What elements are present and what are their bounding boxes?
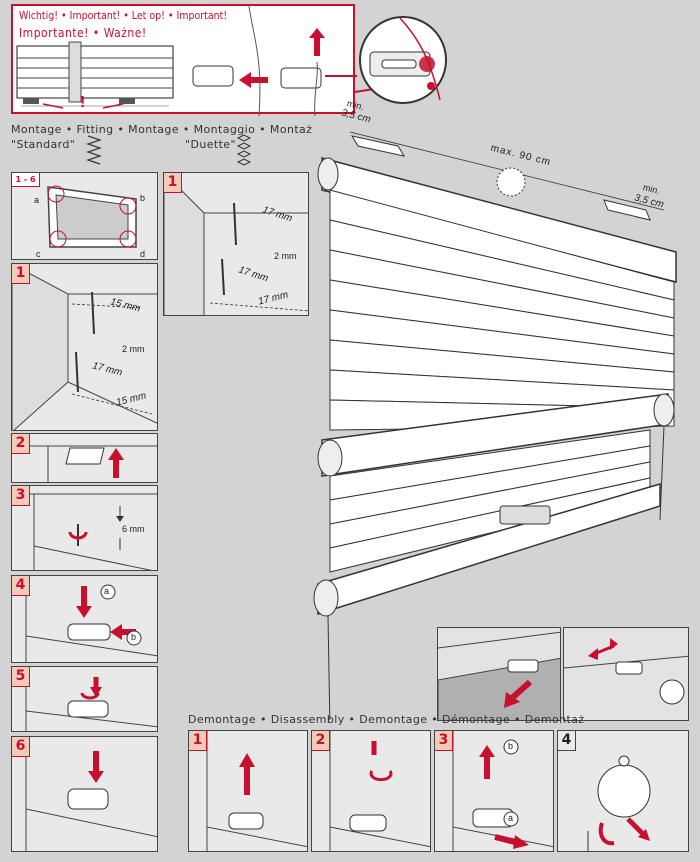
disassembly-step-4-panel: 4 <box>557 730 689 852</box>
disassembly-3-illustration <box>452 731 553 851</box>
dim-6mm: 6 mm <box>122 524 145 534</box>
disassembly-callout-b: b <box>508 741 514 751</box>
duette-step-1-panel: 1 17 mm 2 mm 17 mm 17 mm <box>163 172 309 316</box>
standard-label: "Standard" <box>11 138 76 151</box>
step-2-badge: 2 <box>12 434 30 454</box>
step-1-6-badge: 1 - 6 <box>12 173 40 187</box>
step-5-badge: 5 <box>12 667 30 687</box>
cord-slide-illustration <box>438 631 560 720</box>
disassembly-step-3-panel: 3 b a <box>434 730 554 852</box>
disassembly-2-illustration <box>329 731 430 851</box>
blind-wrong-illustration <box>16 6 357 116</box>
step-3-panel: 3 6 mm <box>11 485 158 571</box>
step-6-panel: 6 <box>11 736 158 852</box>
bracket-push-illustration <box>12 445 157 482</box>
disassembly-4-illustration <box>587 755 651 851</box>
disassembly-step-4-badge: 4 <box>558 731 576 751</box>
disassembly-step-2-badge: 2 <box>312 731 330 751</box>
disassembly-step-1-badge: 1 <box>189 731 207 751</box>
step-5-panel: 5 <box>11 666 158 732</box>
callout-b: b <box>131 632 137 642</box>
callout-a: a <box>104 586 110 596</box>
screw-depth-illustration <box>12 493 157 570</box>
disassembly-heading: Demontage • Disassembly • Demontage • Dé… <box>188 713 585 726</box>
pleat-symbols <box>86 134 252 166</box>
window-corners-illustration <box>47 185 137 248</box>
step-1-panel: 1 15 mm 2 mm 17 mm 15 mm <box>11 263 158 431</box>
step-1-badge: 1 <box>12 264 30 284</box>
exclamation-mark: ! <box>80 94 86 111</box>
fitting-heading: Montage • Fitting • Montage • Montaggio … <box>11 123 313 136</box>
disassembly-1-illustration <box>206 731 307 851</box>
drill-holes-illustration <box>12 264 157 430</box>
corner-a: a <box>34 195 40 205</box>
cord-tension-illustration <box>564 638 688 705</box>
warning-line-1: Wichtig! • Important! • Let op! • Import… <box>19 10 228 22</box>
dim-2mm: 2 mm <box>122 344 145 354</box>
duette-drill-illustration <box>164 173 308 315</box>
step-4-badge: 4 <box>12 576 30 596</box>
duette-dim-2mm: 2 mm <box>274 251 297 261</box>
warning-line-2: Importante! • Ważne! <box>19 26 147 40</box>
adjust-panel-left <box>437 627 561 721</box>
clip-screw-illustration <box>25 667 157 731</box>
corner-b: b <box>140 193 146 203</box>
cover-clip-illustration <box>25 737 157 851</box>
corner-d: d <box>140 249 146 259</box>
zoom-detail-circle <box>354 16 447 104</box>
step-6-badge: 6 <box>12 737 30 757</box>
step-4-panel: 4 a b <box>11 575 158 663</box>
step-1-6-panel: 1 - 6 a b c d <box>11 172 158 260</box>
step-2-panel: 2 <box>11 433 158 483</box>
duette-step-1-badge: 1 <box>164 173 182 193</box>
warning-box: Wichtig! • Important! • Let op! • Import… <box>11 4 357 116</box>
duette-label: "Duette" <box>185 138 236 151</box>
disassembly-step-1-panel: 1 <box>188 730 308 852</box>
step-3-badge: 3 <box>12 486 30 506</box>
main-blind-illustration <box>313 131 677 720</box>
disassembly-callout-a: a <box>508 813 514 823</box>
disassembly-step-3-badge: 3 <box>435 731 453 751</box>
corner-c: c <box>36 249 41 259</box>
adjust-panel-right <box>563 627 689 721</box>
clip-insert-illustration <box>25 576 157 662</box>
disassembly-step-2-panel: 2 <box>311 730 431 852</box>
